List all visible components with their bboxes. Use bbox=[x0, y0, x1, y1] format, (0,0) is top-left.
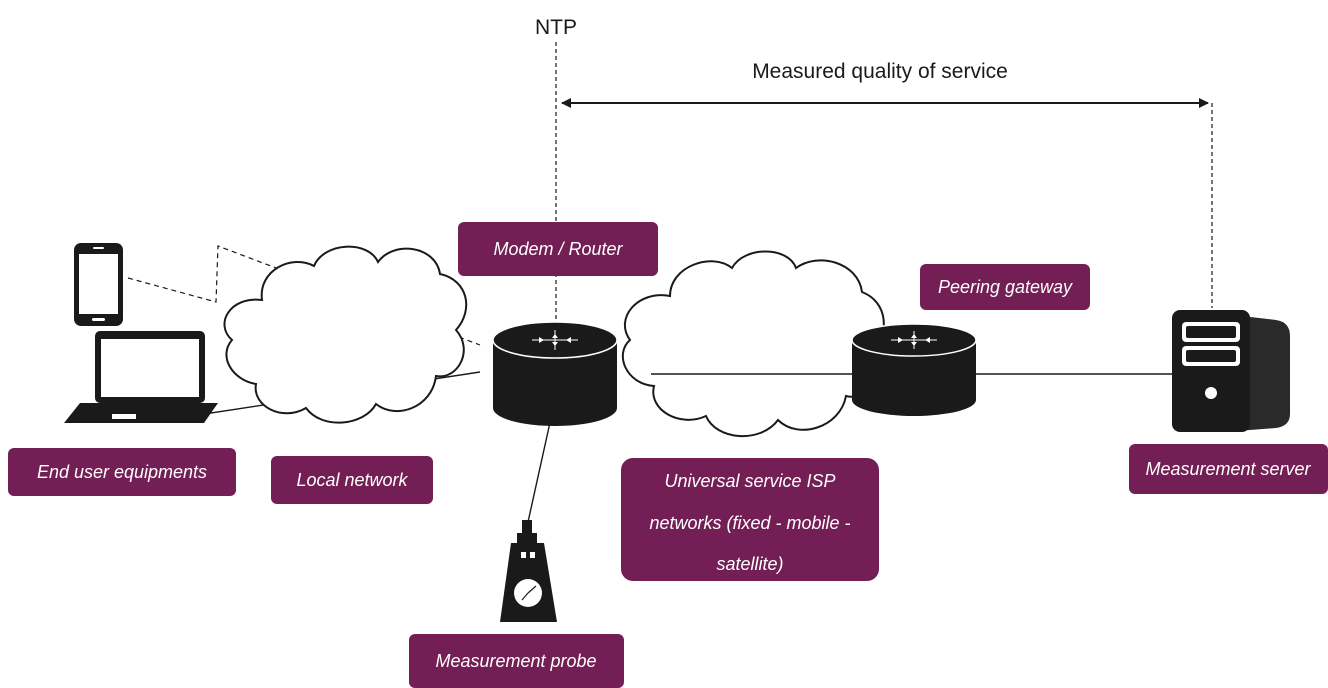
svg-text:Measurement server: Measurement server bbox=[1145, 459, 1311, 479]
svg-text:satellite): satellite) bbox=[716, 554, 783, 574]
tag-measurement-server: Measurement server bbox=[1129, 444, 1328, 494]
isp-cloud-icon bbox=[621, 250, 885, 438]
wireless-link-line bbox=[127, 245, 481, 346]
peering-gateway-router-icon bbox=[851, 323, 977, 416]
router-probe-line bbox=[527, 417, 552, 523]
tag-isp-networks: Universal service ISP networks (fixed - … bbox=[621, 458, 879, 581]
svg-text:End user equipments: End user equipments bbox=[37, 462, 207, 482]
svg-text:Universal service ISP: Universal service ISP bbox=[664, 471, 835, 491]
svg-text:Local network: Local network bbox=[296, 470, 408, 490]
svg-text:Modem / Router: Modem / Router bbox=[493, 239, 623, 259]
router-icon bbox=[492, 321, 618, 426]
smartphone-icon bbox=[74, 243, 123, 326]
tag-end-user-equipments: End user equipments bbox=[8, 448, 236, 496]
server-icon bbox=[1172, 310, 1290, 432]
tag-peering-gateway: Peering gateway bbox=[920, 264, 1090, 310]
local-network-cloud-icon bbox=[223, 245, 468, 424]
tag-local-network: Local network bbox=[271, 456, 433, 504]
tag-measurement-probe: Measurement probe bbox=[409, 634, 624, 688]
tag-modem-router: Modem / Router bbox=[458, 222, 658, 276]
svg-text:Measurement probe: Measurement probe bbox=[435, 651, 596, 671]
svg-text:Peering gateway: Peering gateway bbox=[938, 277, 1073, 297]
probe-icon bbox=[500, 520, 557, 622]
qos-label: Measured quality of service bbox=[752, 60, 1008, 83]
ntp-label: NTP bbox=[535, 16, 577, 39]
laptop-icon bbox=[64, 331, 218, 423]
svg-text:networks (fixed - mobile -: networks (fixed - mobile - bbox=[649, 513, 850, 533]
